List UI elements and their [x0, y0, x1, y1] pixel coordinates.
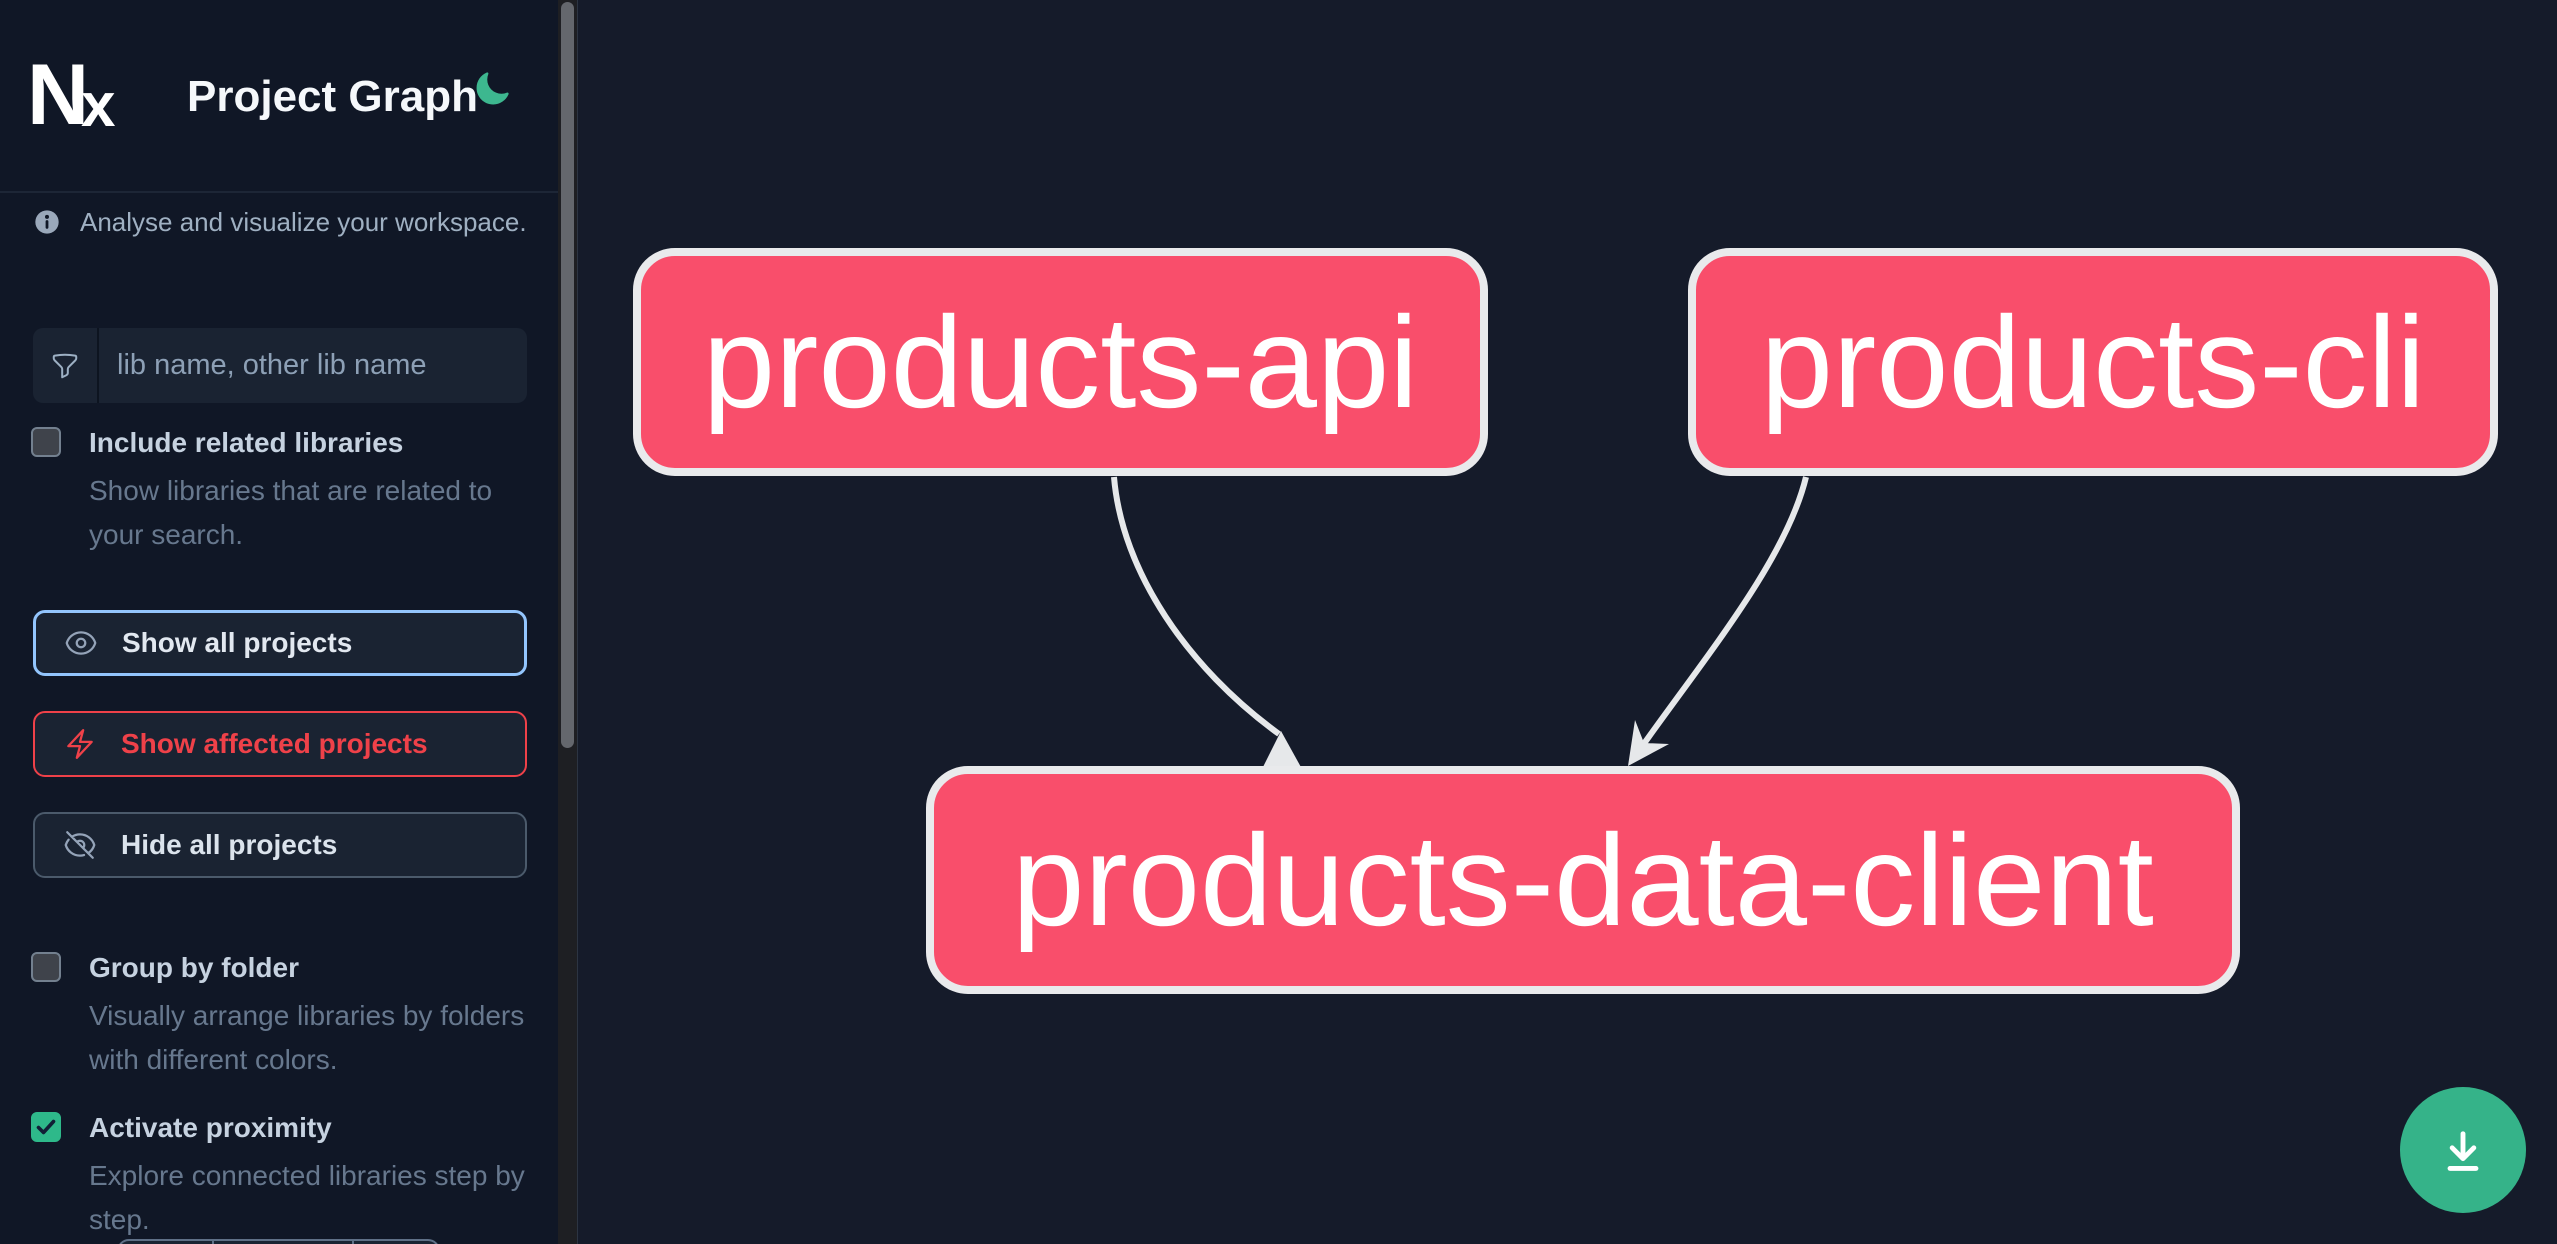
arrowhead-cli-edge: [1628, 720, 1669, 766]
stepper-divider: [352, 1241, 354, 1244]
button-label: Show all projects: [122, 627, 353, 658]
check-icon: [36, 1119, 56, 1135]
download-graph-button[interactable]: [2400, 1087, 2526, 1213]
funnel-icon: [33, 328, 99, 403]
info-icon: [35, 210, 59, 234]
node-label: products-data-client: [1012, 807, 2154, 953]
activate-proximity-checkbox[interactable]: [31, 1112, 61, 1142]
checkbox-row-group-by-folder: Group by folder Visually arrange librari…: [31, 952, 531, 1082]
eye-slash-icon: [64, 831, 96, 859]
hide-all-projects-button[interactable]: Hide all projects: [33, 812, 527, 878]
node-label: products-cli: [1760, 289, 2426, 435]
node-label: products-api: [702, 289, 1419, 435]
show-affected-projects-button[interactable]: Show affected projects: [33, 711, 527, 777]
checkbox-label: Group by folder: [89, 952, 299, 983]
checkbox-description: Explore connected libraries step by step…: [89, 1160, 525, 1235]
eye-icon: [65, 631, 97, 655]
checkbox-label: Activate proximity: [89, 1112, 332, 1143]
show-all-projects-button[interactable]: Show all projects: [33, 610, 527, 676]
workspace-tagline: Analyse and visualize your workspace.: [80, 207, 527, 237]
checkbox-row-activate-proximity: Activate proximity Explore connected lib…: [31, 1112, 531, 1242]
checkbox-label: Include related libraries: [89, 427, 404, 458]
edge-products-api-to-data-client: [1111, 476, 1281, 737]
svg-text:x: x: [81, 71, 116, 132]
proximity-stepper[interactable]: [117, 1239, 440, 1244]
page-title: Project Graph: [187, 72, 478, 121]
graph-node-products-api[interactable]: products-api: [633, 248, 1488, 476]
arrowhead-api-edge: [1262, 731, 1302, 769]
checkbox-description: Visually arrange libraries by folders wi…: [89, 1000, 525, 1075]
sidebar-scrollbar-thumb[interactable]: [561, 2, 574, 748]
bolt-icon: [67, 729, 93, 759]
checkbox-description: Show libraries that are related to your …: [89, 475, 493, 550]
graph-node-products-cli[interactable]: products-cli: [1688, 248, 2498, 476]
include-related-checkbox[interactable]: [31, 427, 61, 457]
header-divider: [0, 191, 558, 193]
search-box: [33, 328, 527, 403]
checkbox-row-include-related: Include related libraries Show libraries…: [31, 427, 531, 557]
svg-text:N: N: [31, 60, 89, 132]
graph-canvas[interactable]: products-api products-cli products-data-…: [577, 0, 2557, 1244]
button-label: Hide all projects: [121, 829, 338, 860]
sidebar: N x Project Graph Analyse and visualize …: [0, 0, 558, 1244]
group-by-folder-checkbox[interactable]: [31, 952, 61, 982]
moon-icon[interactable]: [473, 70, 511, 108]
edge-products-cli-to-data-client: [1635, 476, 1809, 754]
search-input[interactable]: [99, 349, 527, 382]
canvas-left-border: [576, 0, 578, 1244]
button-label: Show affected projects: [121, 728, 428, 759]
stepper-divider: [212, 1241, 214, 1244]
nx-logo: N x: [31, 60, 116, 132]
graph-node-products-data-client[interactable]: products-data-client: [926, 766, 2240, 994]
download-icon: [2447, 1131, 2479, 1171]
